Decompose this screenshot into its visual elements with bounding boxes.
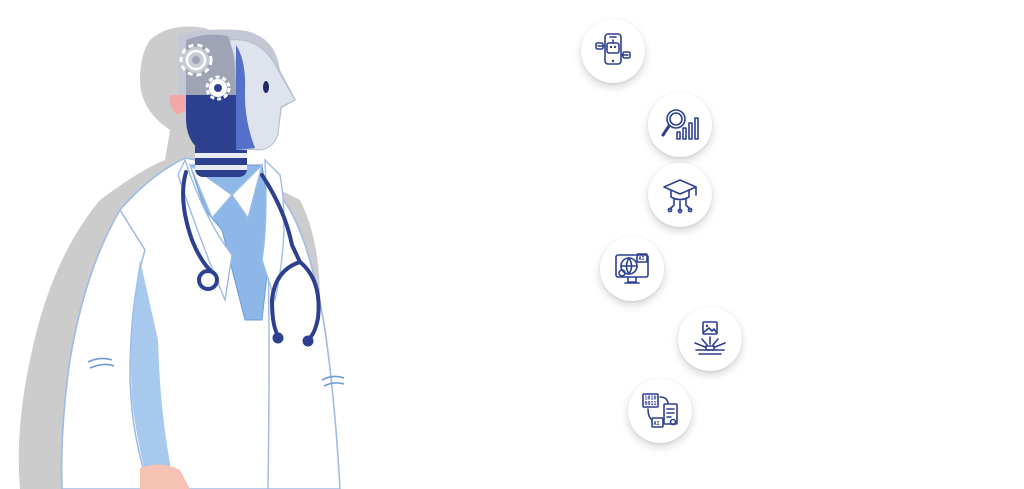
svg-text:1010: 1010 xyxy=(645,396,657,402)
svg-text:0011: 0011 xyxy=(645,401,657,407)
svg-text:AI: AI xyxy=(654,421,660,427)
shirt-collar xyxy=(177,158,285,321)
stethoscope xyxy=(181,170,321,347)
image-scan-icon xyxy=(694,321,726,355)
gear-icon xyxy=(205,75,231,101)
ai-chatbot-phone-icon[interactable] xyxy=(581,19,645,83)
monitor-globe-ai-icon: AI xyxy=(615,253,649,284)
chatbot-phone-icon xyxy=(595,33,631,65)
robot-head xyxy=(169,29,296,151)
gear-icon xyxy=(179,43,213,77)
magnifier-bars-icon xyxy=(661,109,699,140)
ai-global-monitor-icon[interactable]: AI xyxy=(600,237,664,301)
search-analytics-icon[interactable] xyxy=(648,93,712,157)
svg-text:AI: AI xyxy=(639,256,645,262)
image-recognition-icon[interactable] xyxy=(678,307,742,371)
data-to-ai-document-icon[interactable]: 1010 0011 AI xyxy=(628,379,692,443)
ai-education-icon[interactable] xyxy=(648,163,712,227)
binary-to-ai-doc-icon: 1010 0011 AI xyxy=(642,393,678,428)
graduation-cap-circuit-icon xyxy=(663,179,697,214)
